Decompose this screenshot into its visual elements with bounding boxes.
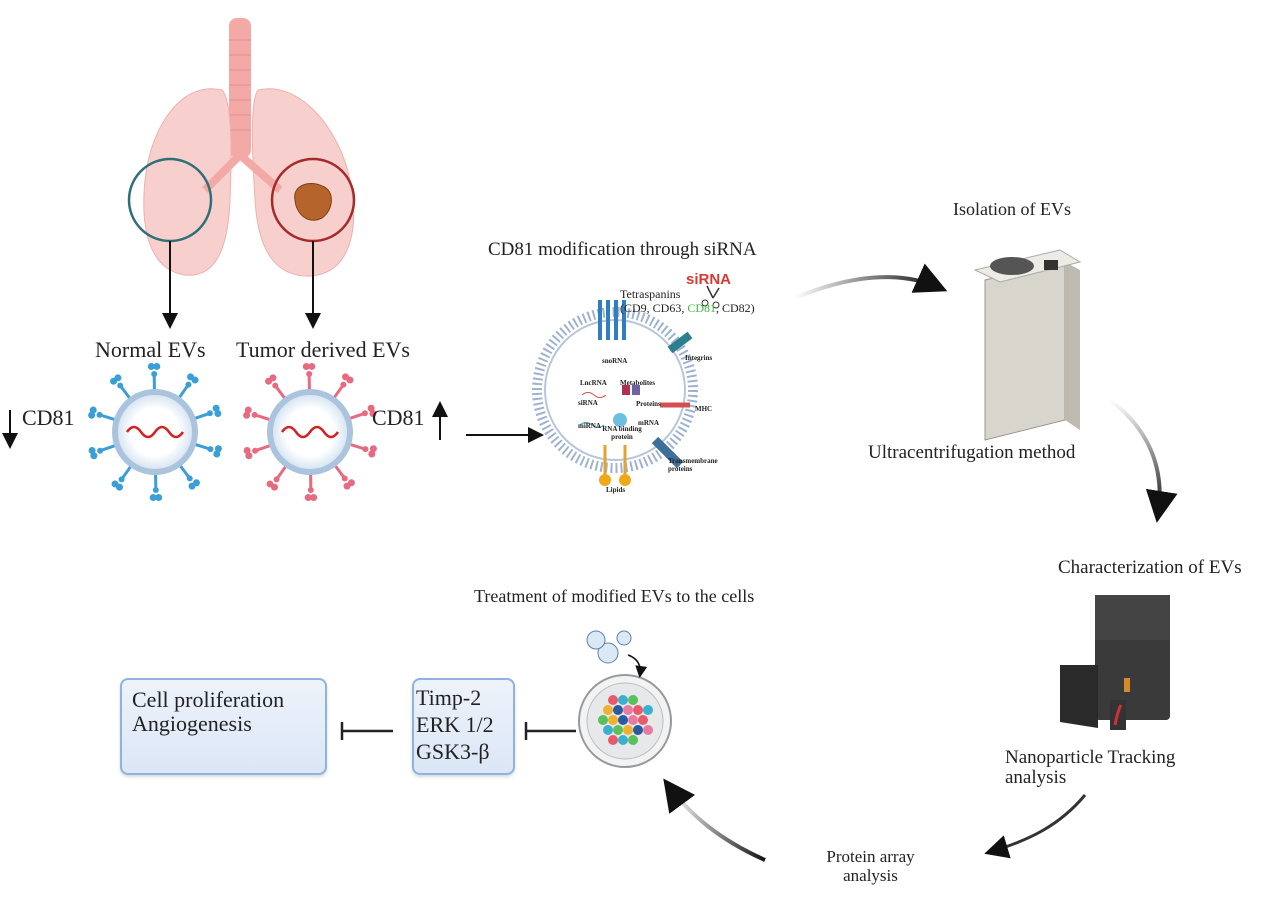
cell-icon xyxy=(608,735,618,745)
metabolites-label: Metabolites xyxy=(620,379,655,387)
cell-icon xyxy=(628,715,638,725)
cell-icon xyxy=(608,695,618,705)
modification-title: CD81 modification through siRNA xyxy=(488,239,757,260)
cell-icon xyxy=(628,735,638,745)
arrow-to-characterization xyxy=(1108,398,1178,523)
cell-icon xyxy=(623,705,633,715)
cell-icon xyxy=(613,725,623,735)
cell-icon xyxy=(623,725,633,735)
arrow-to-protein-array xyxy=(984,794,1087,859)
integrins-label: Integrins xyxy=(685,354,713,362)
tetraspanins-label: Tetraspanins xyxy=(620,287,681,301)
cell-icon xyxy=(613,705,623,715)
sirna-component-label: siRNA xyxy=(578,399,598,407)
ultracentrifuge-icon xyxy=(973,249,1082,441)
lncrna-label: LncRNA xyxy=(580,379,607,387)
nta-label-line2: analysis xyxy=(1005,767,1067,788)
cell-icon xyxy=(628,695,638,705)
gsk3b-text: GSK3-β xyxy=(416,739,490,764)
cell-icon xyxy=(638,715,648,725)
arrow-to-treatment xyxy=(663,778,766,862)
snorna-label: snoRNA xyxy=(602,357,628,365)
mhc-label: MHC xyxy=(695,405,713,413)
normal-evs-label: Normal EVs xyxy=(95,337,206,362)
transmembrane-label: Transmembrane proteins xyxy=(668,457,718,473)
isolation-label: Isolation of EVs xyxy=(953,199,1071,219)
characterization-label: Characterization of EVs xyxy=(1058,557,1242,578)
protein-array-line1: Protein array xyxy=(826,847,915,866)
treatment-label: Treatment of modified EVs to the cells xyxy=(474,586,755,606)
nanoparticle-tracking-instrument-icon xyxy=(1060,595,1170,730)
cell-icon xyxy=(598,715,608,725)
cd81-increase-label: CD81 xyxy=(372,405,425,430)
mirna-label: miRNA xyxy=(578,422,601,430)
ev-particles-icon xyxy=(586,630,648,678)
tetraspanins-list-prefix: (CD9, CD63, xyxy=(620,301,688,315)
arrow-to-isolation xyxy=(794,263,948,300)
angiogenesis-text: Angiogenesis xyxy=(132,711,252,736)
erk-text: ERK 1/2 xyxy=(416,712,494,737)
cell-proliferation-text: Cell proliferation xyxy=(132,687,285,712)
lungs-illustration xyxy=(127,18,356,277)
protein-array-line2: analysis xyxy=(843,865,898,885)
cell-icon xyxy=(603,705,613,715)
mrna-label: mRNA xyxy=(638,419,659,427)
cell-icon xyxy=(618,735,628,745)
cell-icon xyxy=(603,725,613,735)
cd81-highlight: CD81 xyxy=(687,301,717,315)
tumor-ev-icon xyxy=(243,362,377,502)
cell-icon xyxy=(618,695,628,705)
marker-box: Timp-2 ERK 1/2 GSK3-β xyxy=(412,678,515,775)
cell-icon xyxy=(608,715,618,725)
normal-ev-icon xyxy=(88,362,222,502)
lipids-label: Lipids xyxy=(606,486,626,494)
cell-icon xyxy=(618,715,628,725)
outcome-box: Cell proliferation Angiogenesis xyxy=(120,678,327,775)
cell-icon xyxy=(633,725,643,735)
tumor-icon xyxy=(294,183,332,221)
nta-label-line1: Nanoparticle Tracking xyxy=(1005,747,1176,768)
timp2-text: Timp-2 xyxy=(416,685,482,710)
tumor-evs-label: Tumor derived EVs xyxy=(236,337,410,362)
inhibition-arrow-markers xyxy=(340,722,576,740)
tetraspanins-list-suffix: , CD82) xyxy=(716,301,755,315)
cell-culture-dish-icon xyxy=(578,674,672,768)
sirna-label: siRNA xyxy=(686,271,732,288)
cell-icon xyxy=(643,725,653,735)
cell-icon xyxy=(643,705,653,715)
ev-structure-illustration xyxy=(532,285,720,486)
cell-icon xyxy=(633,705,643,715)
cd81-decrease-label: CD81 xyxy=(22,405,75,430)
proteins-label: Proteins xyxy=(636,400,661,408)
tetraspanins-list: (CD9, CD63, CD81, CD82) xyxy=(620,301,755,315)
rna-binding-protein-label: RNA binding protein xyxy=(602,425,642,441)
ultracentrifugation-label: Ultracentrifugation method xyxy=(868,442,1076,463)
scissors-icon xyxy=(706,285,720,299)
